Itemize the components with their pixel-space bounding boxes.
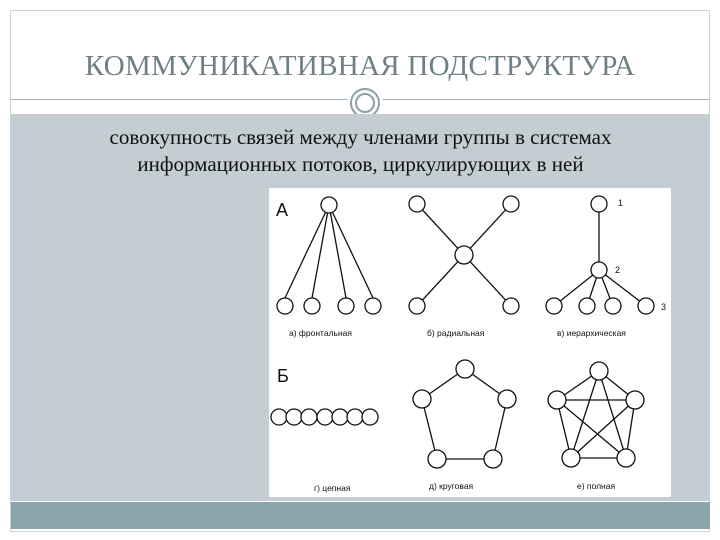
slide-subtitle: совокупность связей между членами группы… bbox=[11, 124, 710, 178]
node-label-2: 2 bbox=[615, 265, 620, 275]
caption-hierarchical: в) иерархическая bbox=[557, 328, 626, 338]
subtitle-line-2: информационных потоков, циркулирующих в … bbox=[137, 152, 584, 176]
network-diagram-figure: А Б 1 2 3 а) фронтальная б) радиальная в… bbox=[269, 188, 671, 497]
circular-network bbox=[412, 359, 517, 469]
caption-full: е) полная bbox=[577, 481, 615, 491]
section-a-label: А bbox=[276, 200, 288, 220]
node-label-1: 1 bbox=[618, 198, 623, 208]
caption-circular: д) круговая bbox=[429, 481, 474, 491]
caption-radial: б) радиальная bbox=[427, 328, 485, 338]
title-divider bbox=[10, 85, 710, 121]
caption-chain: г) цепная bbox=[314, 483, 351, 493]
radial-network bbox=[408, 195, 520, 315]
section-b-label: Б bbox=[277, 366, 289, 386]
caption-frontal: а) фронтальная bbox=[289, 328, 352, 338]
full-network bbox=[547, 361, 645, 468]
subtitle-line-1: совокупность связей между членами группы… bbox=[109, 125, 612, 149]
slide-title: КОММУНИКАТИВНАЯ ПОДСТРУКТУРА bbox=[84, 50, 636, 82]
frontal-network bbox=[276, 196, 382, 315]
network-diagram: А Б 1 2 3 а) фронтальная б) радиальная в… bbox=[270, 195, 666, 493]
hierarchical-network bbox=[545, 195, 655, 315]
node-label-3: 3 bbox=[661, 302, 666, 312]
bottom-bar bbox=[11, 502, 710, 529]
chain-network bbox=[270, 408, 379, 426]
